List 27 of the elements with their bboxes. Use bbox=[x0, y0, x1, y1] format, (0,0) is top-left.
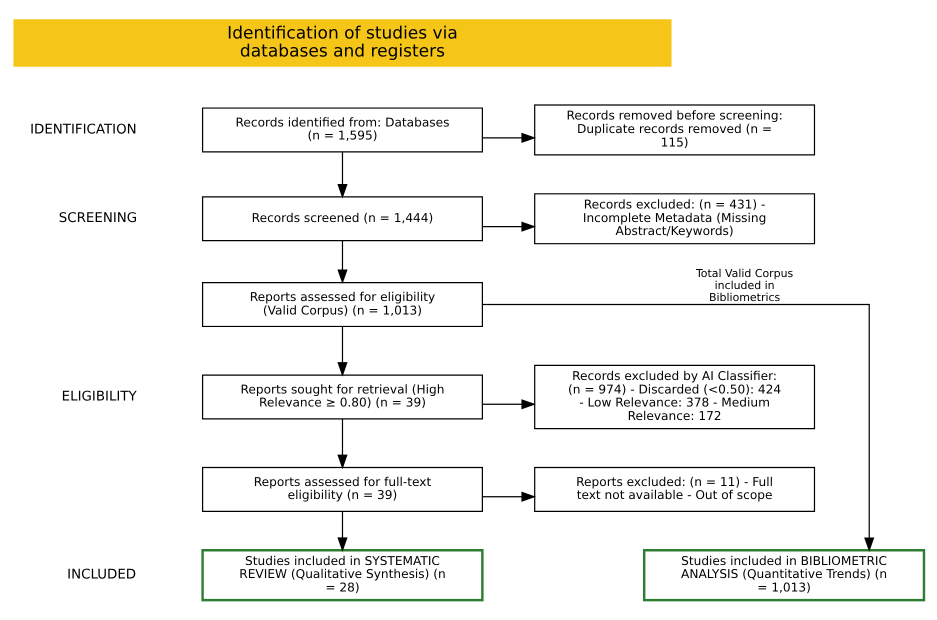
arrow bbox=[336, 326, 348, 377]
node-box: Reports assessed for eligibility (Valid Corpus) (n = 1,013) bbox=[201, 282, 482, 328]
node-box: Identification of studies via databases and registers bbox=[12, 19, 672, 67]
arrow bbox=[482, 132, 536, 143]
node-box: Records removed before screening: Duplicate records removed (n = 115) bbox=[534, 104, 815, 156]
node-box: Studies included in BIBLIOMETRIC ANALYSIS (Quantitative Trends) (n = 1,013) bbox=[642, 549, 925, 602]
label: IDENTIFICATION bbox=[30, 122, 136, 138]
node-box: Records screened (n = 1,444) bbox=[201, 196, 482, 242]
node-box: Reports assessed for full-text eligibility (n = 39) bbox=[201, 466, 482, 512]
arrow bbox=[482, 304, 874, 552]
arrow bbox=[482, 399, 536, 410]
edge-label: Total Valid Corpus included in Bibliometrics bbox=[695, 266, 793, 304]
arrow bbox=[482, 222, 536, 232]
label: INCLUDED bbox=[66, 568, 136, 583]
node-box: Studies included in SYSTEMATIC REVIEW (Qualitative Synthesis) (n = 28) bbox=[200, 549, 484, 602]
arrow bbox=[482, 492, 536, 502]
arrow bbox=[336, 512, 348, 552]
label: ELIGIBILITY bbox=[61, 389, 136, 404]
node-box: Records excluded: (n = 431) - Incomplete Metadata (Missing Abstract/Keywords) bbox=[534, 193, 815, 244]
arrow bbox=[336, 240, 348, 284]
label: SCREENING bbox=[58, 211, 137, 226]
arrow bbox=[336, 418, 348, 470]
node-box: Reports sought for retrieval (High Relevance ≥ 0.80) (n = 39) bbox=[201, 374, 482, 420]
node-box: Reports excluded: (n = 11) - Full text not available - Out of scope bbox=[534, 466, 815, 512]
arrow bbox=[336, 152, 348, 199]
node-box: Records excluded by AI Classifier: (n = 974) - Discarded (<0.50): 424 - Low Relevance: 378 - Medium Relevance: 172 bbox=[534, 364, 815, 430]
node-box: Records identified from: Databases (n = 1,595) bbox=[201, 107, 482, 152]
